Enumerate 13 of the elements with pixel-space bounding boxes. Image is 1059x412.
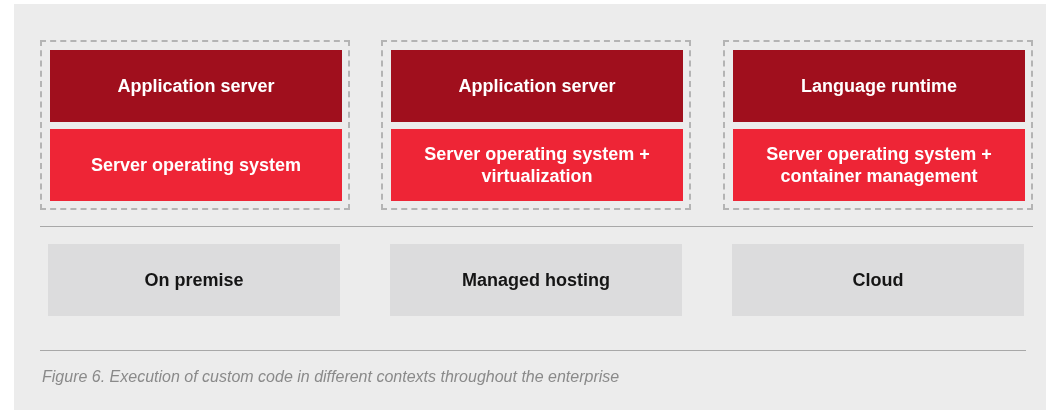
context-box: Cloud (732, 244, 1024, 316)
dashed-group (723, 40, 1033, 210)
figure-caption: Figure 6. Execution of custom code in different contexts throughout the enterprise (42, 368, 620, 386)
dashed-group (40, 40, 350, 210)
context-box: On premise (48, 244, 340, 316)
top-layer-box: Language runtime (733, 50, 1025, 122)
os-layer-box: Server operating system (50, 129, 342, 201)
top-layer-box: Application server (391, 50, 683, 122)
os-layer-box: Server operating system + virtualization (391, 129, 683, 201)
os-layer-box: Server operating system + container management (733, 129, 1025, 201)
context-box: Managed hosting (390, 244, 682, 316)
top-layer-box: Application server (50, 50, 342, 122)
dashed-group (381, 40, 691, 210)
